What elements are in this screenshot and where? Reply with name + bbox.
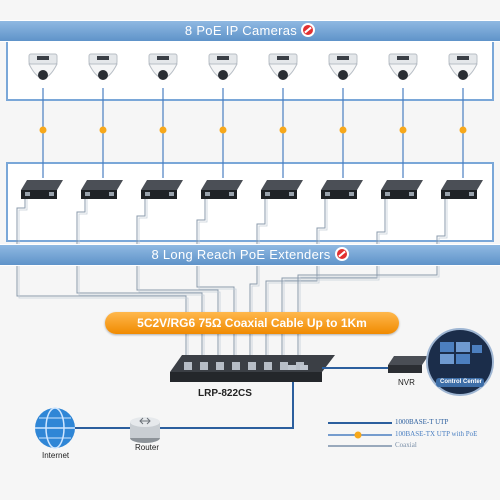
- internet-label: Internet: [42, 451, 70, 460]
- poe-extender-icon: [261, 180, 303, 199]
- control-center-icon: [426, 328, 494, 396]
- dome-camera-icon: [268, 53, 298, 80]
- legend-poe-dot: [354, 431, 362, 439]
- poe-extender-icon: [201, 180, 243, 199]
- legend-label-poe: 100BASE-TX UTP with PoE: [395, 430, 478, 438]
- control-center-label: Control Center: [440, 379, 482, 385]
- no-sign-icon: [334, 247, 349, 261]
- dome-camera-icon: [388, 53, 418, 80]
- no-sign-icon: [301, 23, 316, 37]
- poe-indicator-dot: [219, 126, 227, 134]
- poe-extender-icon: [381, 180, 423, 199]
- dome-camera-icon: [208, 53, 238, 80]
- dome-camera-icon: [148, 53, 178, 80]
- poe-indicator-dot: [279, 126, 287, 134]
- cameras-banner-label: 8 PoE IP Cameras: [184, 23, 298, 38]
- coax-port: [200, 362, 208, 370]
- poe-extender-icon: [81, 180, 123, 199]
- dome-camera-icon: [88, 53, 118, 80]
- dome-camera-icon: [448, 53, 478, 80]
- poe-indicator-dot: [339, 126, 347, 134]
- dome-camera-icon: [328, 53, 358, 80]
- nvr-label: NVR: [398, 378, 415, 387]
- router-label: Router: [135, 443, 160, 452]
- globe-icon: [35, 407, 75, 449]
- extenders-banner: 8 Long Reach PoE Extenders: [0, 244, 500, 266]
- poe-extender-icon: [21, 180, 63, 199]
- legend-label-coax: Coaxial: [395, 441, 417, 449]
- switch-label: LRP-822CS: [198, 388, 252, 399]
- legend-label-utp: 1000BASE-T UTP: [395, 418, 449, 426]
- poe-indicator-dot: [99, 126, 107, 134]
- coax-port: [232, 362, 240, 370]
- cameras-banner: 8 PoE IP Cameras: [0, 20, 500, 42]
- extender-panel: [6, 162, 494, 242]
- extender-row: [21, 180, 483, 199]
- poe-links: [39, 88, 467, 178]
- poe-indicator-dot: [459, 126, 467, 134]
- poe-indicator-dot: [159, 126, 167, 134]
- poe-extender-icon: [441, 180, 483, 199]
- coax-port: [216, 362, 224, 370]
- dome-camera-icon: [28, 53, 58, 80]
- coax-banner: 5C2V/RG6 75Ω Coaxial Cable Up to 1Km: [105, 312, 399, 334]
- coax-port: [184, 362, 192, 370]
- camera-row: [28, 53, 478, 80]
- coax-port: [280, 362, 288, 370]
- nvr-device: [388, 356, 428, 373]
- poe-indicator-dot: [39, 126, 47, 134]
- coax-port: [248, 362, 256, 370]
- coax-port: [264, 362, 272, 370]
- poe-extender-icon: [141, 180, 183, 199]
- router-switch-link: [160, 382, 294, 429]
- switch-device: [170, 355, 335, 382]
- router-icon: [130, 417, 160, 443]
- poe-indicator-dot: [399, 126, 407, 134]
- poe-extender-icon: [321, 180, 363, 199]
- extenders-banner-label: 8 Long Reach PoE Extenders: [151, 247, 331, 262]
